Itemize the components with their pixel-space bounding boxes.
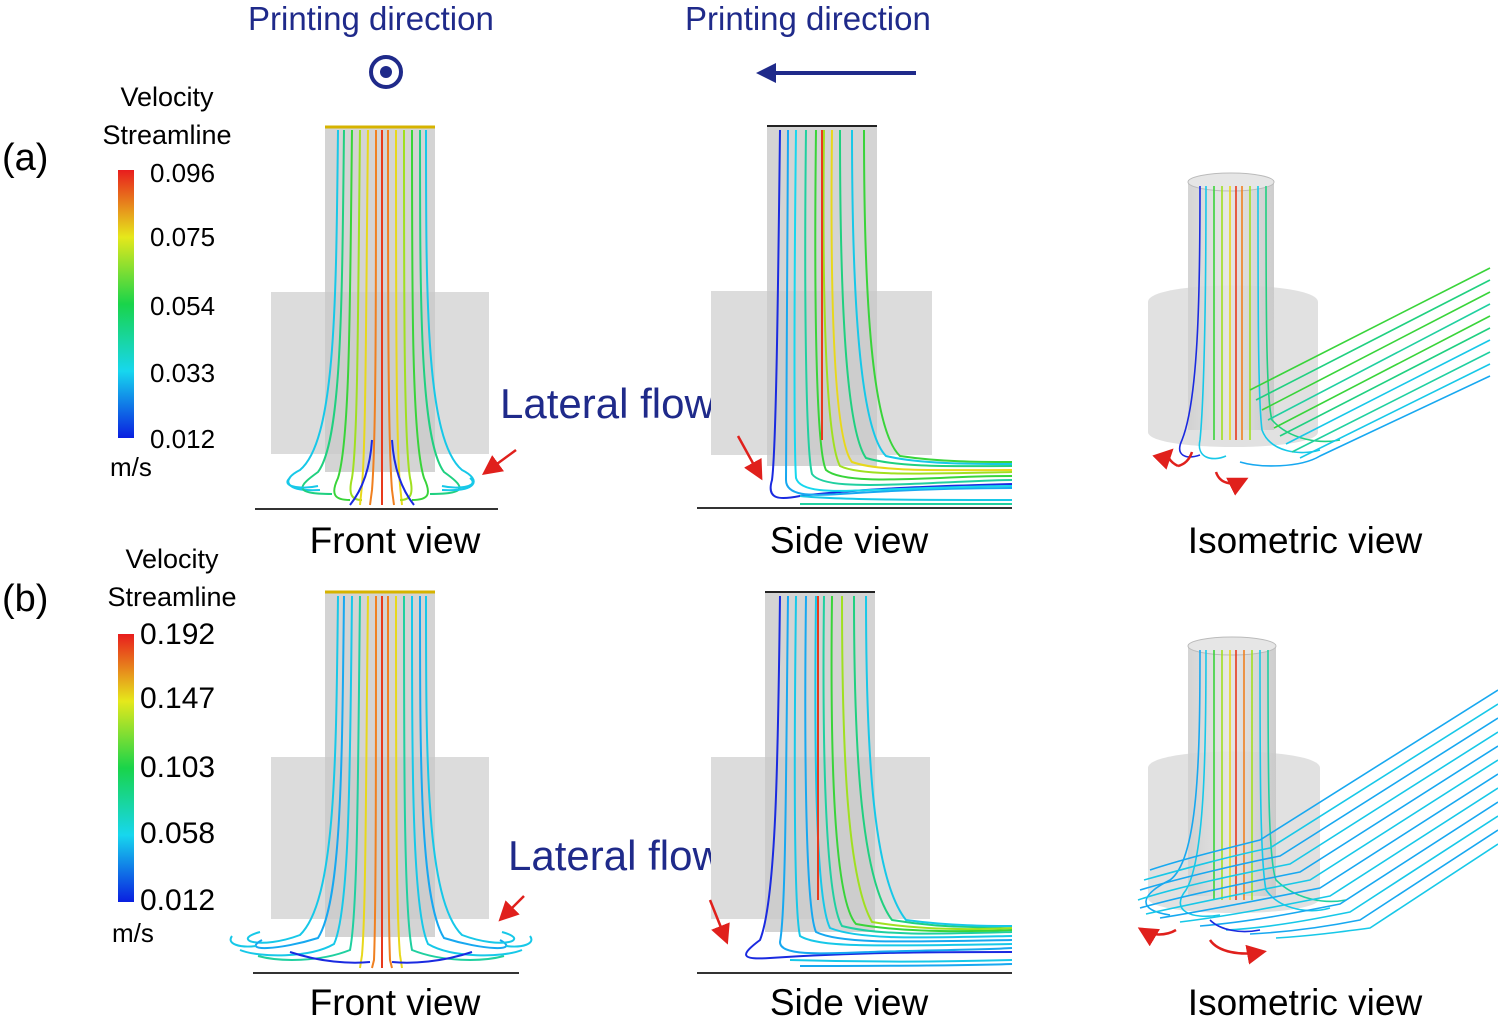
colorbar-title-a: Velocity Streamline	[77, 78, 257, 154]
out-of-page-direction-icon	[369, 55, 403, 89]
lateral-flow-arrow	[736, 435, 763, 481]
printing-direction-arrow-icon	[756, 63, 916, 83]
printing-direction-label-front: Printing direction	[248, 0, 494, 37]
front-view-b	[229, 590, 533, 974]
panel-label-a: (a)	[2, 137, 49, 179]
colorbar-title-line1: Velocity	[125, 544, 219, 574]
colorbar-tick: 0.096	[150, 158, 216, 188]
isometric-view-a	[1148, 172, 1491, 496]
lateral-flow-label-b: Lateral flow	[508, 832, 723, 879]
view-label-side-a: Side view	[769, 520, 929, 561]
colorbar-tick: 0.075	[150, 222, 216, 252]
lateral-flow-arrow	[498, 895, 525, 922]
colorbar-tick: 0.012	[140, 884, 216, 917]
printing-direction-label-side: Printing direction	[685, 0, 931, 37]
colorbar-tick: 0.147	[140, 682, 216, 715]
colorbar-unit: m/s	[110, 452, 152, 482]
colorbar-tick: 0.192	[140, 618, 216, 651]
colorbar-tick: 0.054	[150, 291, 216, 321]
colorbar-a	[118, 170, 134, 438]
colorbar-title-line1: Velocity	[120, 82, 214, 112]
colorbar-tick: 0.012	[150, 424, 216, 454]
view-label-front-b: Front view	[309, 982, 481, 1023]
side-view-a	[697, 125, 1013, 509]
colorbar-title-b: Velocity Streamline	[82, 540, 262, 616]
view-label-isometric-b: Isometric view	[1187, 982, 1423, 1023]
front-view-a	[255, 125, 498, 510]
colorbar-b	[118, 634, 134, 902]
view-label-front-a: Front view	[309, 520, 481, 561]
colorbar-tick: 0.058	[140, 817, 216, 850]
colorbar-tick: 0.103	[140, 751, 216, 784]
colorbar-title-line2: Streamline	[102, 120, 232, 150]
panel-label-b: (b)	[2, 578, 49, 620]
view-label-isometric-a: Isometric view	[1187, 520, 1423, 561]
colorbar-unit: m/s	[112, 918, 154, 948]
view-label-side-b: Side view	[769, 982, 929, 1023]
lateral-flow-arrow	[481, 448, 517, 475]
lateral-flow-arrow	[708, 899, 730, 945]
lateral-flow-label-a: Lateral flow	[500, 380, 715, 427]
isometric-view-b	[1137, 636, 1498, 965]
colorbar-title-line2: Streamline	[107, 582, 237, 612]
colorbar-tick: 0.033	[150, 358, 216, 388]
side-view-b	[697, 591, 1013, 974]
